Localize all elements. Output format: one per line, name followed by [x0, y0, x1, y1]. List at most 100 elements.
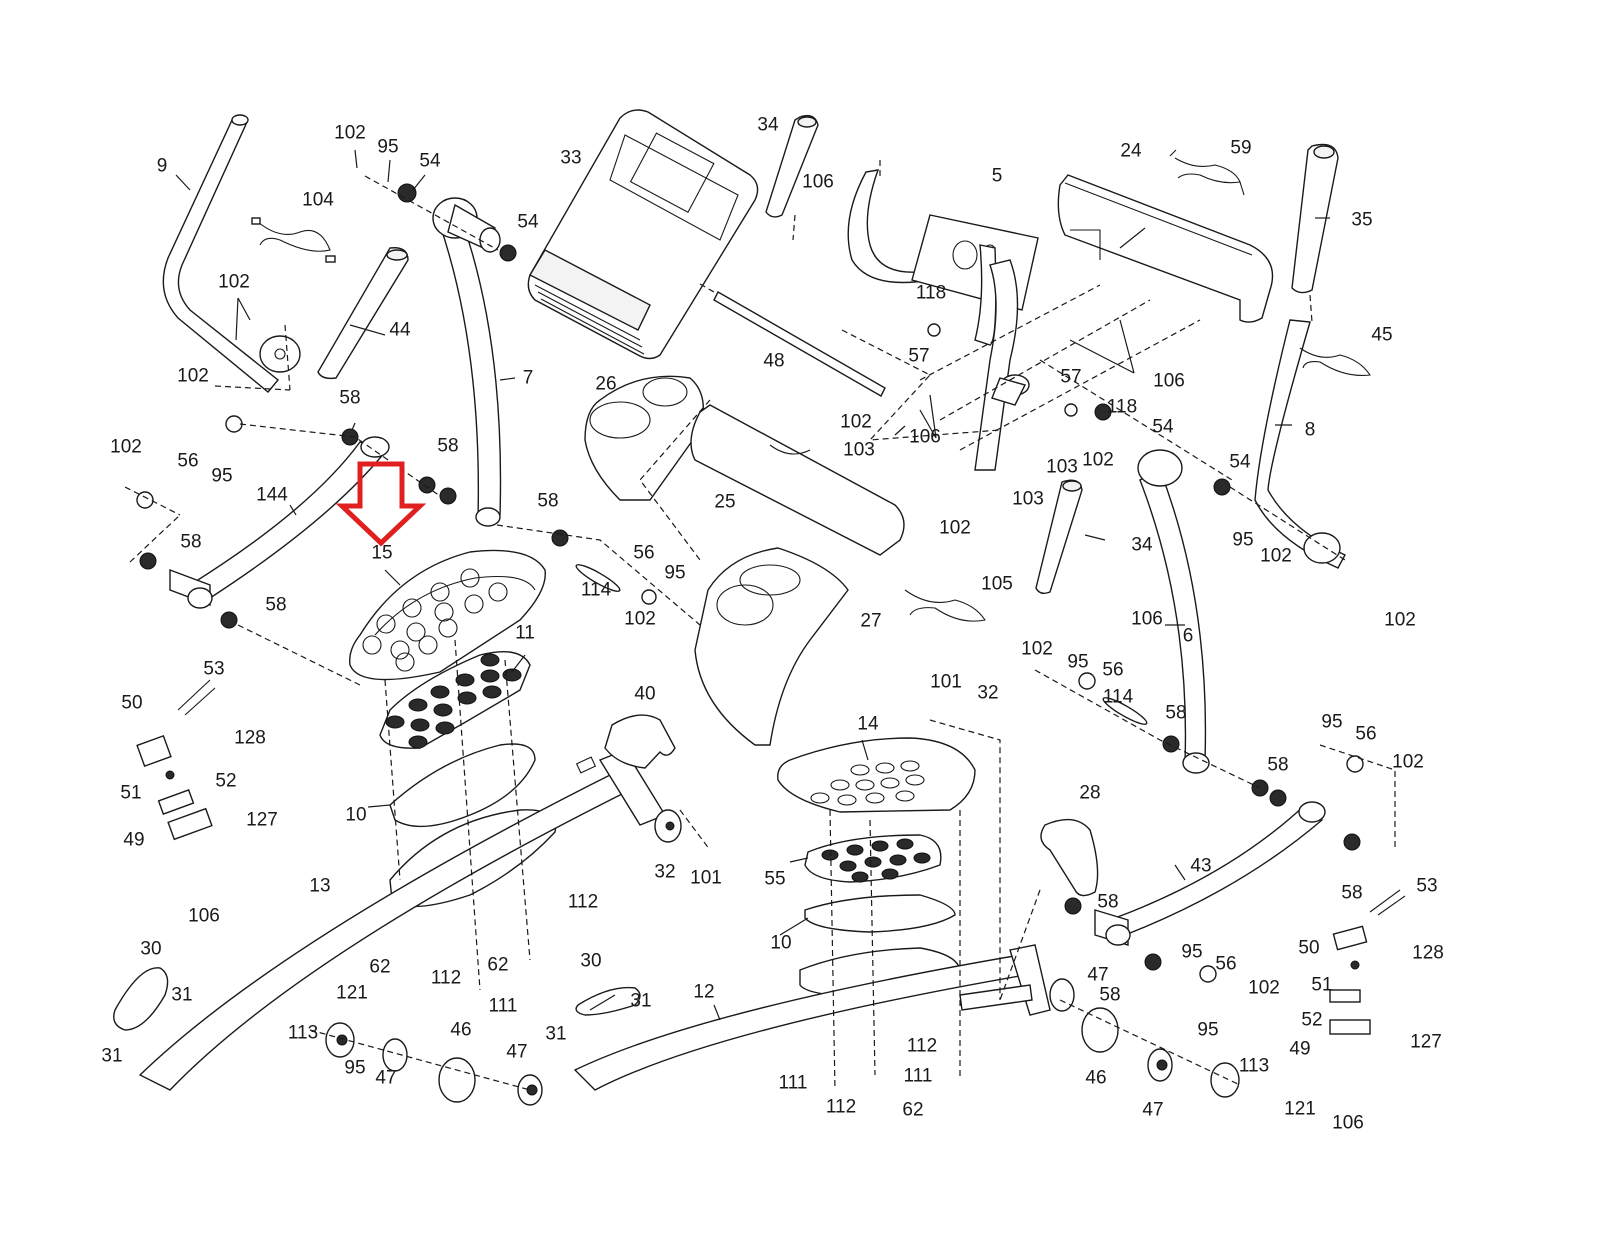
wire-45 — [1299, 347, 1371, 377]
part-label-128b: 128 — [1412, 942, 1444, 964]
part-label-102k: 102 — [1021, 638, 1053, 660]
part-label-56a: 56 — [177, 450, 199, 472]
part-label-50a: 50 — [121, 692, 143, 714]
part-label-40: 40 — [634, 683, 656, 705]
part-label-111c: 111 — [903, 1065, 933, 1087]
leader-lines — [175, 149, 1330, 1021]
part-label-101b: 101 — [930, 671, 962, 693]
part-label-102l: 102 — [1392, 751, 1424, 773]
part-label-56c: 56 — [1102, 659, 1124, 681]
pedal-pad-55 — [804, 834, 942, 883]
highlight-arrow-icon — [335, 461, 427, 547]
part-label-118b: 118 — [1106, 396, 1138, 418]
pedal-15 — [349, 549, 546, 681]
part-label-25: 25 — [714, 491, 736, 513]
part-label-10b: 10 — [770, 932, 792, 954]
end-cap-28 — [1040, 818, 1099, 897]
part-label-102i: 102 — [1260, 545, 1292, 567]
part-label-56b: 56 — [633, 542, 655, 564]
part-label-51a: 51 — [120, 782, 142, 804]
part-label-10a: 10 — [345, 804, 367, 826]
part-label-57a: 57 — [908, 345, 930, 367]
part-label-58b: 58 — [180, 531, 202, 553]
part-label-95c: 95 — [664, 562, 686, 584]
part-label-102m: 102 — [1248, 977, 1280, 999]
part-label-46b: 46 — [1085, 1067, 1107, 1089]
part-label-55: 55 — [764, 868, 786, 890]
shroud-27 — [694, 547, 849, 746]
part-label-101a: 101 — [690, 867, 722, 889]
pedal-arm-144 — [169, 436, 390, 609]
axle-48 — [699, 283, 886, 397]
part-label-7: 7 — [522, 367, 534, 389]
part-label-102h: 102 — [1082, 449, 1114, 471]
part-label-47d: 47 — [1142, 1099, 1164, 1121]
part-label-9: 9 — [156, 155, 168, 177]
part-label-102a: 102 — [334, 122, 366, 144]
part-label-54c: 54 — [1152, 416, 1174, 438]
part-label-127b: 127 — [1410, 1031, 1442, 1053]
part-label-46a: 46 — [450, 1019, 472, 1041]
part-label-50b: 50 — [1298, 937, 1320, 959]
latch-assembly-right — [1329, 889, 1406, 1035]
part-label-95e: 95 — [1232, 529, 1254, 551]
part-label-102g: 102 — [939, 517, 971, 539]
part-label-52a: 52 — [215, 770, 237, 792]
part-label-33: 33 — [560, 147, 582, 169]
part-label-47a: 47 — [375, 1067, 397, 1089]
handgrip-34-upper — [765, 114, 819, 218]
part-label-114b: 114 — [1102, 686, 1134, 708]
part-label-47b: 47 — [506, 1041, 528, 1063]
part-label-48: 48 — [763, 350, 785, 372]
part-label-62b: 62 — [487, 954, 509, 976]
part-label-54b: 54 — [517, 211, 539, 233]
part-label-24: 24 — [1120, 140, 1142, 162]
part-label-15: 15 — [371, 542, 393, 564]
part-label-35: 35 — [1351, 209, 1373, 231]
part-label-114a: 114 — [580, 579, 612, 601]
upper-arm-7 — [432, 197, 502, 527]
part-label-111a: 111 — [488, 995, 518, 1017]
assembly-lines — [124, 160, 1396, 1091]
part-label-111b: 111 — [778, 1072, 808, 1094]
part-label-32a: 32 — [654, 861, 676, 883]
part-label-102d: 102 — [110, 436, 142, 458]
part-label-58e: 58 — [265, 594, 287, 616]
drive-assembly-left — [325, 1022, 543, 1106]
part-label-58c: 58 — [437, 435, 459, 457]
top-shroud-24 — [1057, 174, 1274, 323]
part-label-58f: 58 — [1165, 702, 1187, 724]
part-label-30a: 30 — [140, 938, 162, 960]
part-label-102e: 102 — [624, 608, 656, 630]
part-label-95d: 95 — [344, 1057, 366, 1079]
part-label-57b: 57 — [1060, 366, 1082, 388]
wheel-32-left — [654, 809, 682, 843]
part-label-112c: 112 — [906, 1035, 938, 1057]
part-label-47c: 47 — [1087, 964, 1109, 986]
wire-harness-104 — [251, 217, 336, 263]
part-label-45: 45 — [1371, 324, 1393, 346]
console-mast-5 — [847, 169, 1039, 471]
part-label-95a: 95 — [377, 136, 399, 158]
part-label-44: 44 — [389, 319, 411, 341]
part-label-58g: 58 — [1267, 754, 1289, 776]
part-label-121b: 121 — [1284, 1098, 1316, 1120]
part-label-54a: 54 — [419, 150, 441, 172]
part-label-144: 144 — [256, 484, 288, 506]
pedal-plate-10-left — [389, 743, 536, 828]
part-label-95i: 95 — [1197, 1019, 1219, 1041]
part-label-103a: 103 — [843, 439, 875, 461]
part-label-103b: 103 — [1012, 488, 1044, 510]
pedal-arm-12 — [573, 944, 1051, 1091]
drive-assembly-right — [1049, 978, 1240, 1098]
pedal-14 — [777, 737, 976, 813]
part-label-104: 104 — [302, 189, 334, 211]
part-label-26: 26 — [595, 373, 617, 395]
part-label-118a: 118 — [915, 282, 947, 304]
handgrip-34-lower — [1035, 479, 1083, 595]
part-label-11: 11 — [515, 622, 535, 644]
part-label-112a: 112 — [567, 891, 599, 913]
part-label-13: 13 — [309, 875, 331, 897]
part-label-31d: 31 — [545, 1023, 567, 1045]
